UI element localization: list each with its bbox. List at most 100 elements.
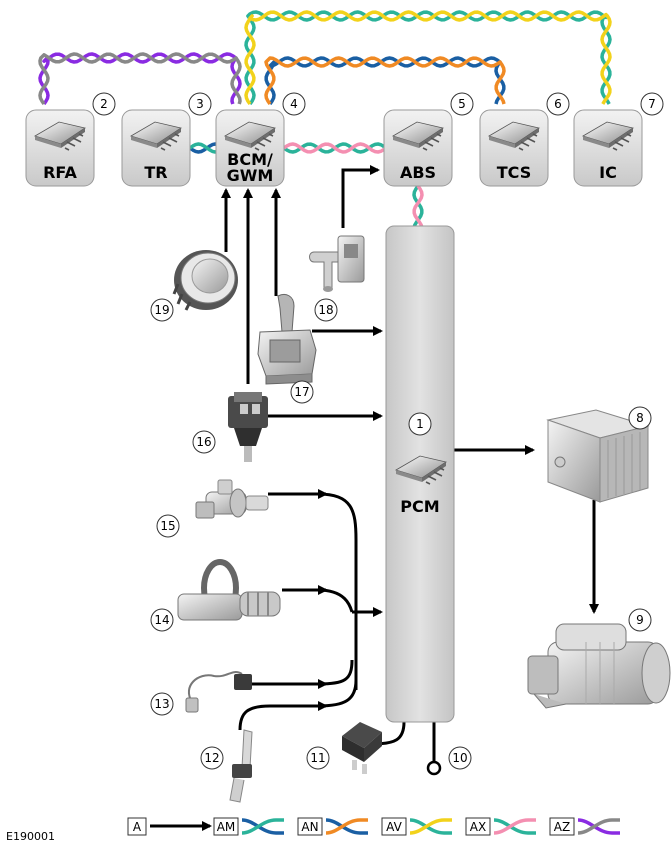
svg-text:AM: AM bbox=[217, 820, 236, 834]
legend-code-box: A bbox=[127, 817, 147, 836]
svg-text:8: 8 bbox=[636, 411, 644, 425]
svg-text:A: A bbox=[133, 820, 142, 834]
svg-text:17: 17 bbox=[294, 385, 309, 399]
svg-text:AZ: AZ bbox=[554, 820, 570, 834]
svg-text:AN: AN bbox=[301, 820, 318, 834]
module-bcm-label-line1: BCM/ bbox=[227, 150, 273, 169]
wire-ax-bcm-abs bbox=[282, 142, 385, 154]
component-16-sensor bbox=[228, 392, 268, 462]
callout-c19: 19 bbox=[150, 298, 174, 322]
component-17-gear-selector bbox=[257, 293, 317, 385]
module-abs-chip-icon bbox=[392, 121, 444, 151]
legend: A AM AN AV AX AZ bbox=[127, 817, 620, 836]
module-bcm: BCM/GWM 4 bbox=[215, 92, 306, 187]
module-tr: TR 3 bbox=[121, 92, 212, 187]
legend-twisted-pair-icon bbox=[409, 818, 452, 835]
svg-text:18: 18 bbox=[318, 303, 333, 317]
component-10-ground bbox=[426, 760, 442, 776]
module-tr-label: TR bbox=[144, 163, 167, 182]
callout-c12: 12 bbox=[200, 746, 224, 770]
callout-c8: 8 bbox=[628, 406, 652, 430]
svg-text:9: 9 bbox=[636, 613, 644, 627]
module-abs-label: ABS bbox=[400, 163, 436, 182]
signal-arrows bbox=[221, 165, 599, 762]
svg-text:14: 14 bbox=[154, 613, 169, 627]
svg-text:4: 4 bbox=[290, 97, 298, 111]
components bbox=[172, 235, 671, 803]
legend-az: AZ bbox=[549, 817, 620, 836]
legend-an: AN bbox=[297, 817, 368, 836]
svg-text:5: 5 bbox=[458, 97, 466, 111]
module-ic: IC 7 bbox=[573, 92, 664, 187]
module-ic-callout: 7 bbox=[640, 92, 664, 116]
legend-twisted-pair-icon bbox=[493, 818, 536, 835]
module-tcs: TCS 6 bbox=[479, 92, 570, 187]
callout-c11: 11 bbox=[306, 746, 330, 770]
svg-text:19: 19 bbox=[154, 303, 169, 317]
legend-a: A bbox=[127, 817, 212, 836]
callout-pcm: 1 bbox=[408, 412, 432, 436]
callout-c10: 10 bbox=[448, 746, 472, 770]
module-tr-callout: 3 bbox=[188, 92, 212, 116]
module-rfa-callout: 2 bbox=[92, 92, 116, 116]
legend-ax: AX bbox=[465, 817, 536, 836]
legend-twisted-pair-icon bbox=[577, 818, 620, 835]
component-8-module bbox=[546, 409, 650, 503]
module-tcs-callout: 6 bbox=[546, 92, 570, 116]
module-bcm-callout: 4 bbox=[282, 92, 306, 116]
module-abs-callout: 5 bbox=[450, 92, 474, 116]
component-19-start-button bbox=[172, 250, 238, 311]
wire-am-tr-bcm bbox=[188, 142, 219, 154]
network-wiring bbox=[38, 10, 612, 229]
arrow-18-to-abs bbox=[341, 165, 380, 228]
module-bcm-chip-icon bbox=[224, 121, 276, 151]
legend-twisted-pair-icon bbox=[325, 818, 368, 835]
component-12-sensor bbox=[229, 729, 253, 803]
wire-ax-abs-pcm bbox=[412, 184, 424, 229]
svg-text:12: 12 bbox=[204, 751, 219, 765]
module-rfa: RFA 2 bbox=[25, 92, 116, 187]
svg-text:2: 2 bbox=[100, 97, 108, 111]
callout-c17: 17 bbox=[290, 380, 314, 404]
svg-text:16: 16 bbox=[196, 435, 211, 449]
wire-av-bcm-ic bbox=[244, 10, 612, 106]
component-13-sensor bbox=[185, 671, 252, 713]
component-11-fuse bbox=[342, 722, 382, 774]
callout-c9: 9 bbox=[628, 608, 652, 632]
callout-c13: 13 bbox=[150, 692, 174, 716]
legend-code-box: AN bbox=[297, 817, 323, 836]
component-14-sensor bbox=[177, 559, 281, 621]
svg-text:AV: AV bbox=[386, 820, 402, 834]
wire-an-bcm-tcs bbox=[264, 56, 506, 106]
legend-am: AM bbox=[213, 817, 284, 836]
svg-text:11: 11 bbox=[310, 751, 325, 765]
sensor-bus-12-curve bbox=[317, 679, 358, 708]
module-tr-chip-icon bbox=[130, 121, 182, 151]
legend-code-box: AX bbox=[465, 817, 491, 836]
module-tcs-label: TCS bbox=[497, 163, 531, 182]
component-18-sensor bbox=[309, 235, 365, 292]
svg-text:7: 7 bbox=[648, 97, 656, 111]
legend-code-box: AV bbox=[381, 817, 407, 836]
module-abs: ABS 5 bbox=[383, 92, 474, 187]
callout-c15: 15 bbox=[156, 514, 180, 538]
pcm-module: PCM bbox=[385, 225, 455, 723]
module-rfa-label: RFA bbox=[43, 163, 77, 182]
callout-c18: 18 bbox=[314, 298, 338, 322]
module-ic-label: IC bbox=[599, 163, 617, 182]
sensor-bus-13-curve bbox=[317, 659, 354, 686]
callout-c14: 14 bbox=[150, 608, 174, 632]
module-bcm-label-line2: GWM bbox=[227, 166, 274, 185]
svg-text:10: 10 bbox=[452, 751, 467, 765]
sensor-bus-14-curve bbox=[317, 588, 354, 613]
legend-av: AV bbox=[381, 817, 452, 836]
svg-text:6: 6 bbox=[554, 97, 562, 111]
svg-text:AX: AX bbox=[470, 820, 486, 834]
module-rfa-chip-icon bbox=[34, 121, 86, 151]
figure-reference: E190001 bbox=[6, 830, 55, 843]
pcm-chip-icon bbox=[395, 455, 447, 485]
callout-c16: 16 bbox=[192, 430, 216, 454]
